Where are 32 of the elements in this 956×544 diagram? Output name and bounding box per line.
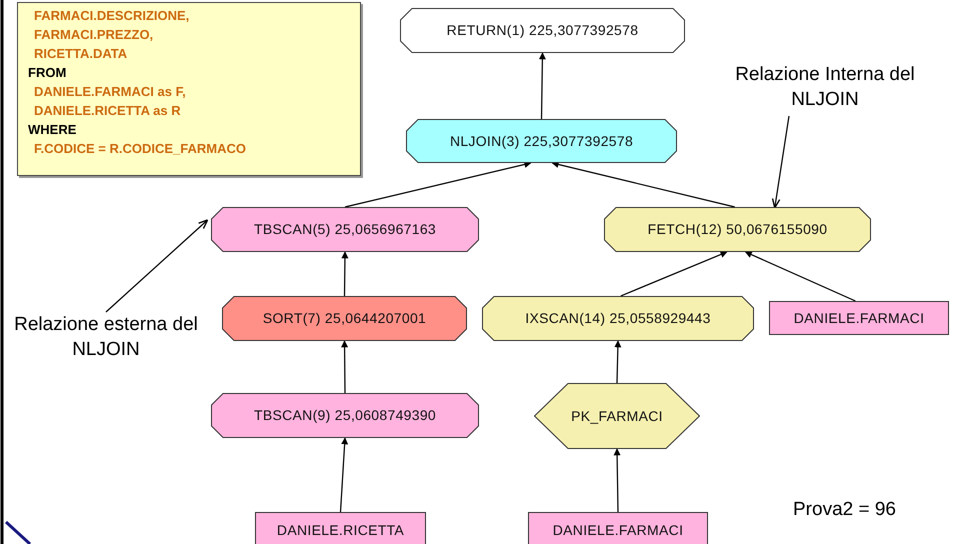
operator-node: RETURN(1) 225,3077392578 [400, 8, 685, 53]
table-node: DANIELE.RICETTA [255, 512, 426, 544]
arrow [344, 161, 532, 208]
operator-node: SORT(7) 25,0644207001 [222, 296, 467, 341]
table-node: DANIELE.FARMACI [769, 301, 949, 335]
table-node: DANIELE.FARMACI [528, 512, 708, 544]
arrow [552, 161, 735, 208]
arrow [620, 251, 728, 297]
annotation-text: Relazione esterna del NLJOIN [6, 312, 206, 362]
annotation-text: Relazione Interna del NLJOIN [725, 62, 925, 112]
arrow [340, 437, 348, 512]
sql-clause: FARMACI.DESCRIZIONE, FARMACI.PREZZO, RICETTA.DATA [33, 7, 190, 63]
operator-node: FETCH(12) 50,0676155090 [604, 207, 871, 252]
operator-node: TBSCAN(5) 25,0656967163 [211, 207, 479, 252]
arrow [341, 251, 348, 296]
arrow [538, 52, 546, 119]
sql-keyword: WHERE [28, 121, 78, 139]
leader-arrow [772, 116, 790, 209]
sql-clause: DANIELE.FARMACI as F, DANIELE.RICETTA as R [33, 83, 187, 120]
index-node: PK_FARMACI [534, 383, 700, 449]
note-text: Prova2 = 96 [793, 498, 896, 522]
arrow [341, 340, 348, 393]
sql-clause: F.CODICE = R.CODICE_FARMACO [33, 140, 247, 158]
operator-node: NLJOIN(3) 225,3077392578 [406, 119, 677, 163]
arrow [614, 448, 621, 512]
arrow [744, 251, 856, 302]
sql-keyword: FROM [28, 64, 68, 82]
arrow [614, 340, 622, 384]
operator-node: TBSCAN(9) 25,0608749390 [211, 393, 479, 438]
operator-node: IXSCAN(14) 25,0558929443 [482, 296, 754, 341]
sql-query-box [17, 2, 361, 176]
leader-arrow [106, 219, 208, 312]
